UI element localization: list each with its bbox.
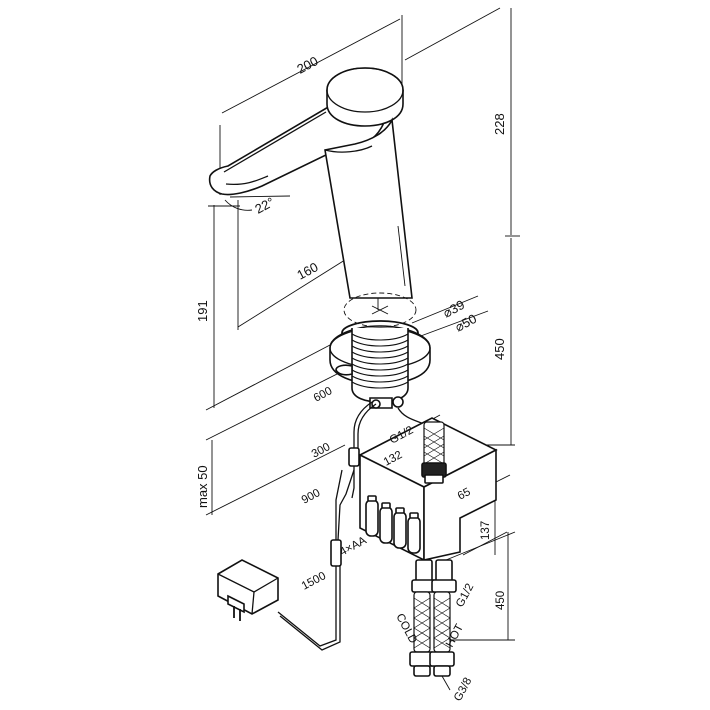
dim-total-height: 228 bbox=[492, 113, 507, 135]
hoses bbox=[409, 421, 457, 691]
label-batteries: 4×AA bbox=[338, 535, 369, 559]
dim-box-height: 137 bbox=[480, 521, 492, 540]
dim-spout-height: 191 bbox=[195, 300, 210, 322]
label-supply-thread: G3/8 bbox=[452, 676, 474, 704]
label-inlet-thread: G1/2 bbox=[454, 582, 476, 610]
dim-body-length: 450 bbox=[492, 338, 507, 360]
dim-angle: 22° bbox=[252, 194, 276, 216]
dim-cable-300: 300 bbox=[310, 441, 333, 461]
dim-cable-1500: 1500 bbox=[300, 570, 328, 593]
dim-hose-length: 450 bbox=[495, 591, 507, 610]
faucet-base bbox=[329, 292, 431, 409]
dim-box-depth: 65 bbox=[456, 486, 473, 503]
dim-cable-sensor: 600 bbox=[312, 385, 335, 405]
dim-cable-900: 900 bbox=[300, 487, 323, 507]
dim-reach: 160 bbox=[294, 259, 320, 282]
dim-max-thickness: max 50 bbox=[195, 465, 210, 508]
faucet-spout bbox=[208, 67, 413, 299]
power-adapter bbox=[217, 559, 279, 621]
cables bbox=[277, 401, 425, 651]
